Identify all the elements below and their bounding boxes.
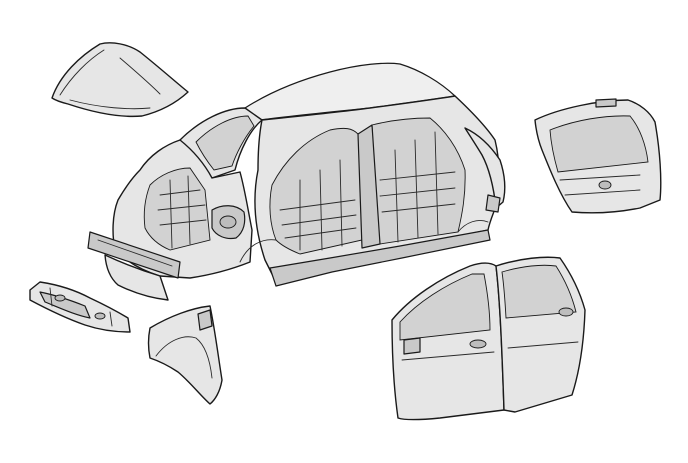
- floor-crossmember: [29, 281, 131, 333]
- body-shell: [87, 62, 506, 301]
- hood-panel: [51, 42, 189, 118]
- hatchback-door: [534, 98, 662, 214]
- front-door: [391, 262, 505, 421]
- front-fender: [147, 305, 223, 405]
- rear-door: [495, 256, 586, 413]
